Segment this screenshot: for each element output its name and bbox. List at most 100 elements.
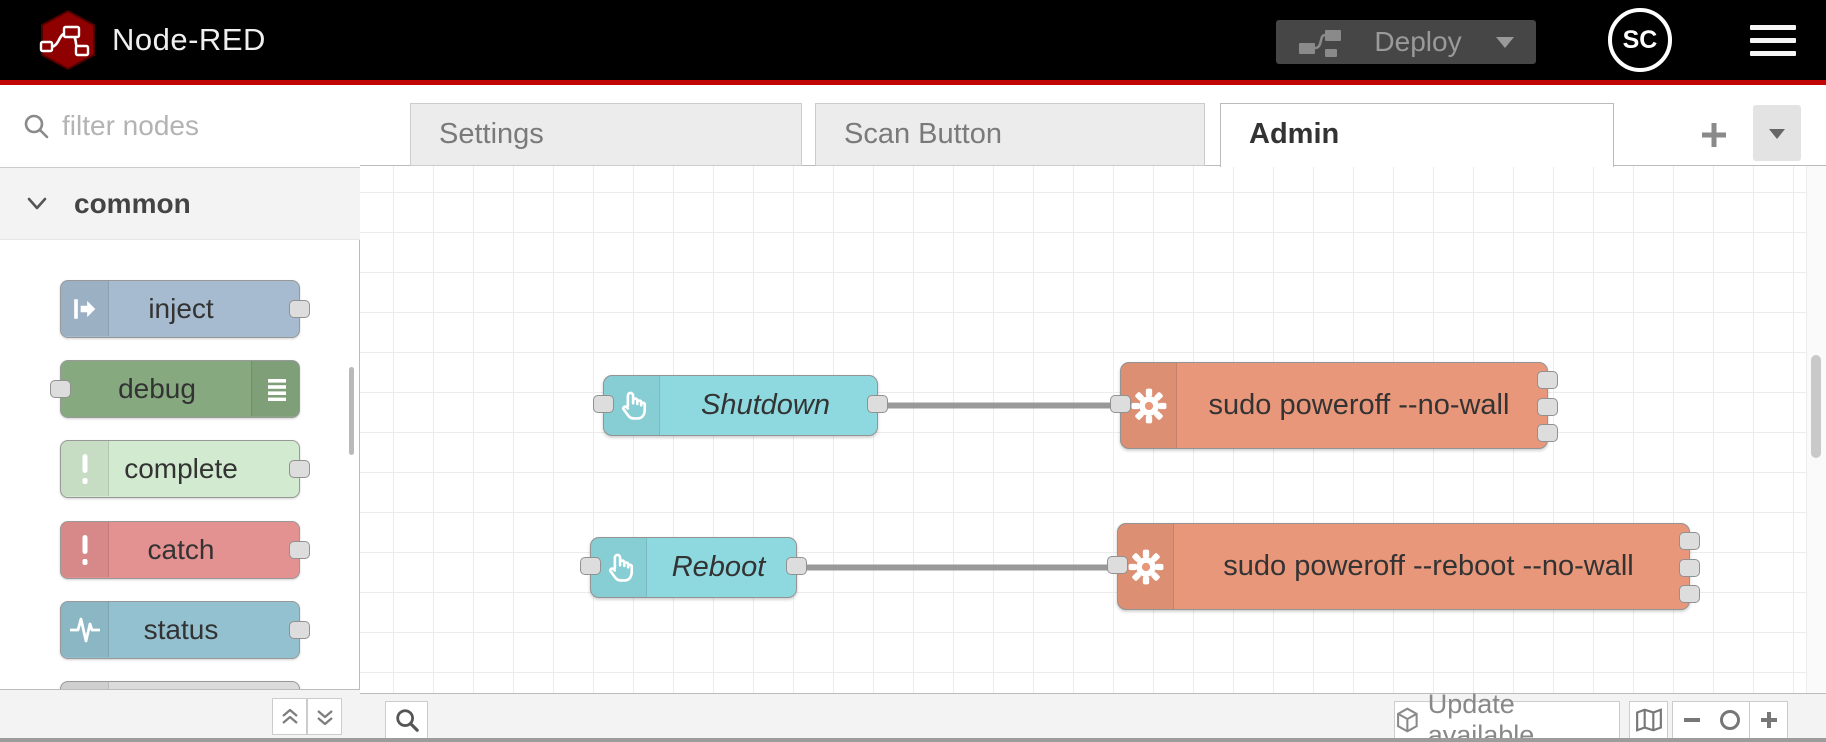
palette-filter [0,85,360,168]
deploy-button-label: Deploy [1374,26,1462,57]
double-chevron-down-icon [316,709,333,725]
palette-category-label: common [74,188,191,219]
node-output-port-2[interactable] [1537,397,1558,416]
node-red-logo-icon [39,10,95,70]
node-input-port[interactable] [50,379,71,398]
zoom-reset-button[interactable] [1710,701,1750,739]
tab-scan-button[interactable]: Scan Button [815,103,1205,166]
minus-icon [1683,718,1700,722]
window-bottom-edge [0,738,1826,742]
scrollbar-thumb[interactable] [1811,355,1821,458]
inject-arrow-icon [73,298,95,319]
palette-node-label: debug [118,373,196,404]
node-label: Reboot [671,551,766,583]
pulse-icon [69,617,100,642]
palette-node-label: catch [147,534,215,565]
filter-nodes-input[interactable] [62,85,342,167]
tab-label: Scan Button [844,118,1002,150]
tab-label: Settings [439,118,544,150]
update-available-label: Update available [1427,689,1535,742]
node-output-port[interactable] [786,557,807,575]
node-input-port[interactable] [580,557,601,575]
node-input-port[interactable] [1110,395,1131,413]
palette-node-status[interactable]: status [60,601,310,659]
plus-icon [1702,123,1726,147]
map-icon [1635,708,1662,732]
node-output-port-2[interactable] [1679,558,1700,577]
circle-icon [1720,710,1740,730]
node-label: Shutdown [701,389,830,421]
header-accent-line [0,80,1826,85]
flow-canvas[interactable]: Shutdown [360,166,1826,693]
palette-node-label: status [143,614,219,645]
navigator-button[interactable] [1629,701,1668,739]
tab-label: Admin [1249,118,1340,150]
gear-icon [1131,388,1166,423]
node-input-port[interactable] [1107,556,1128,574]
node-output-port[interactable] [289,620,310,639]
hamburger-menu-icon [1750,38,1796,43]
node-input-port[interactable] [593,395,614,413]
node-output-port-3[interactable] [1679,585,1700,603]
node-label: sudo poweroff --reboot --no-wall [1223,550,1634,582]
workspace-footer: Update available [360,689,1826,742]
flow-tab-bar: Settings Scan Button Admin [360,85,1826,167]
node-output-port[interactable] [289,459,310,478]
palette-node-inject[interactable]: inject [60,280,310,338]
caret-down-icon [1769,128,1785,139]
palette-footer [0,689,360,742]
palette-category-common[interactable]: common [0,168,360,240]
cube-icon [1397,707,1418,733]
exclamation-icon [82,453,87,484]
user-avatar[interactable]: SC [1608,8,1672,72]
palette-scrollbar[interactable] [349,367,354,455]
tab-settings[interactable]: Settings [410,103,802,166]
zoom-out-button[interactable] [1672,701,1711,739]
main-menu-button[interactable] [1750,25,1796,56]
node-output-port[interactable] [289,299,310,318]
header: Node-RED Deploy SC [0,0,1826,80]
flow-node-exec-poweroff[interactable]: sudo poweroff --no-wall [1110,362,1558,449]
palette-node-complete[interactable]: complete [60,440,310,498]
node-output-port-3[interactable] [1537,424,1558,442]
flow-node-shutdown[interactable]: Shutdown [593,375,888,436]
add-flow-button[interactable] [1692,113,1736,157]
avatar-initials: SC [1622,25,1658,54]
node-output-port-1[interactable] [1679,532,1700,550]
hand-pointer-icon [621,391,646,420]
collapse-all-button[interactable] [272,698,307,735]
deploy-caret-down-icon[interactable] [1494,35,1516,49]
tab-admin[interactable]: Admin [1220,103,1614,167]
palette-sidebar: common inject debug [0,85,360,742]
flow-node-exec-reboot[interactable]: sudo poweroff --reboot --no-wall [1107,523,1700,610]
flow-node-reboot[interactable]: Reboot [580,537,807,598]
deploy-nodes-icon [1299,30,1341,57]
canvas-vertical-scrollbar[interactable] [1806,166,1826,693]
workspace: Settings Scan Button Admin [360,85,1826,742]
chevron-down-icon [27,197,47,210]
search-icon [24,114,49,139]
node-output-port[interactable] [289,540,310,559]
palette-node-catch[interactable]: catch [60,521,310,579]
hamburger-menu-icon [1750,51,1796,56]
expand-all-button[interactable] [307,698,342,735]
deploy-button[interactable]: Deploy [1276,20,1536,64]
exclamation-icon [82,534,87,565]
app-title: Node-RED [112,22,266,57]
search-flows-button[interactable] [385,701,428,739]
node-output-port[interactable] [867,395,888,413]
hamburger-menu-icon [1750,25,1796,30]
palette-node-label: inject [148,293,214,324]
palette-node-debug[interactable]: debug [50,360,300,418]
search-icon [395,709,419,732]
update-available-button[interactable]: Update available [1394,689,1620,742]
list-icon [267,378,286,401]
zoom-in-button[interactable] [1749,701,1788,739]
plus-icon [1760,712,1777,728]
gear-icon [1128,549,1163,584]
node-label: sudo poweroff --no-wall [1208,389,1510,421]
double-chevron-up-icon [281,708,298,724]
flow-list-button[interactable] [1753,105,1801,161]
node-output-port-1[interactable] [1537,371,1558,389]
